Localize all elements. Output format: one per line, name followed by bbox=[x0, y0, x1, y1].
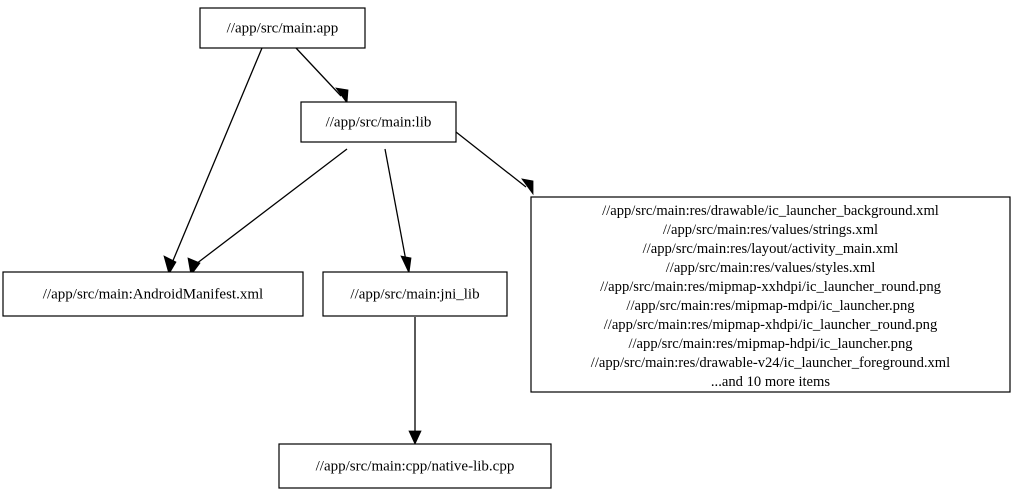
node-resources-overflow-note: ...and 10 more items bbox=[711, 374, 830, 390]
edge-jni-lib-to-native-lib bbox=[408, 317, 422, 445]
node-androidmanifest[interactable]: //app/src/main:AndroidManifest.xml bbox=[2, 271, 304, 317]
node-resources-line-8: //app/src/main:res/mipmap-hdpi/ic_launch… bbox=[628, 336, 913, 352]
edge-lib-to-manifest bbox=[187, 148, 348, 276]
edge-layer bbox=[163, 47, 534, 445]
node-resources-line-9: //app/src/main:res/drawable-v24/ic_launc… bbox=[591, 355, 950, 371]
node-app-label: //app/src/main:app bbox=[227, 20, 339, 36]
node-androidmanifest-label: //app/src/main:AndroidManifest.xml bbox=[43, 286, 263, 302]
node-resources-box[interactable] bbox=[530, 196, 1011, 393]
edge-lib-to-resources bbox=[455, 131, 534, 196]
node-lib-box[interactable] bbox=[300, 101, 457, 143]
node-app[interactable]: //app/src/main:app bbox=[199, 7, 366, 49]
node-jni-lib-box[interactable] bbox=[322, 271, 508, 317]
node-resources-line-2: //app/src/main:res/values/strings.xml bbox=[663, 222, 878, 238]
node-native-lib-cpp[interactable]: //app/src/main:cpp/native-lib.cpp bbox=[278, 443, 552, 489]
edge-lib-to-jni-lib bbox=[384, 148, 412, 275]
node-jni-lib-label: //app/src/main:jni_lib bbox=[350, 286, 479, 302]
node-native-lib-cpp-box[interactable] bbox=[278, 443, 552, 489]
node-lib[interactable]: //app/src/main:lib bbox=[300, 101, 457, 143]
node-resources-line-4: //app/src/main:res/values/styles.xml bbox=[666, 260, 876, 276]
node-resources[interactable]: //app/src/main:res/drawable/ic_launcher_… bbox=[530, 196, 1011, 393]
node-resources-line-7: //app/src/main:res/mipmap-xhdpi/ic_launc… bbox=[604, 317, 938, 333]
node-lib-label: //app/src/main:lib bbox=[326, 114, 432, 130]
node-androidmanifest-box[interactable] bbox=[2, 271, 304, 317]
node-jni-lib[interactable]: //app/src/main:jni_lib bbox=[322, 271, 508, 317]
edge-app-to-manifest bbox=[163, 47, 263, 276]
node-layer: //app/src/main:app //app/src/main:lib //… bbox=[2, 7, 1011, 489]
node-resources-line-5: //app/src/main:res/mipmap-xxhdpi/ic_laun… bbox=[600, 279, 942, 295]
node-resources-line-3: //app/src/main:res/layout/activity_main.… bbox=[643, 241, 899, 257]
node-resources-line-6: //app/src/main:res/mipmap-mdpi/ic_launch… bbox=[626, 298, 915, 314]
node-native-lib-cpp-label: //app/src/main:cpp/native-lib.cpp bbox=[316, 458, 515, 474]
node-app-box[interactable] bbox=[199, 7, 366, 49]
edge-app-to-lib bbox=[295, 47, 349, 105]
node-resources-line-1: //app/src/main:res/drawable/ic_launcher_… bbox=[602, 203, 939, 219]
